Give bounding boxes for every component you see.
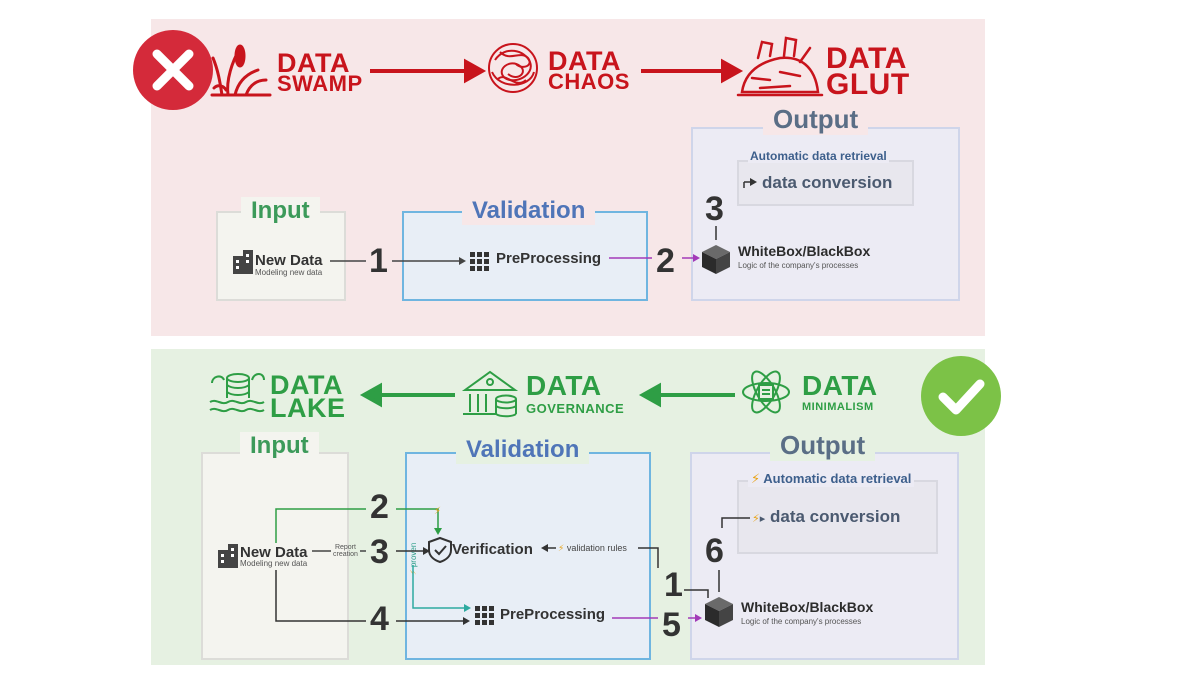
chaos-line1: DATA <box>548 46 621 76</box>
top-new-data-sub: Modeling new data <box>255 268 323 277</box>
chaos-line2: CHAOS <box>548 69 630 94</box>
bottom-preprocessing: PreProcessing <box>500 606 606 623</box>
glut-line1: DATA <box>826 42 907 75</box>
minimalism-line1: DATA <box>802 370 878 401</box>
top-whitebox: WhiteBox/BlackBox <box>738 243 871 259</box>
bottom-whitebox: WhiteBox/BlackBox <box>741 599 874 615</box>
proven-label: ⚡ proven <box>409 543 418 575</box>
creation-text: creation <box>333 551 358 558</box>
top-whitebox-sub: Logic of the company's processes <box>738 261 859 270</box>
glut-line2: GLUT <box>826 68 910 101</box>
bottom-conversion-label: ⚡▸ data conversion <box>752 507 901 526</box>
top-conversion-label: data conversion <box>762 173 893 192</box>
top-validation-title: Validation <box>462 197 596 225</box>
top-new-data: New Data <box>255 252 323 269</box>
bottom-retrieval-text: Automatic data retrieval <box>763 471 912 486</box>
minimalism-line2: MINIMALISM <box>802 401 874 413</box>
top-output-title: Output <box>763 104 869 135</box>
bottom-output-title: Output <box>770 430 876 461</box>
bottom-step-4: 4 <box>370 600 389 638</box>
top-validation-box <box>402 211 648 301</box>
top-preprocessing: PreProcessing <box>496 250 602 267</box>
bottom-validation-title: Validation <box>456 436 590 464</box>
bolt-icon: ⚡ <box>752 513 760 525</box>
governance-line1: DATA <box>526 370 602 401</box>
validation-rules-text: validation rules <box>566 543 627 553</box>
bottom-step-6: 6 <box>705 532 724 570</box>
lake-line1: DATA <box>270 370 343 400</box>
validation-rules-label: ⚡ validation rules <box>558 543 627 554</box>
bottom-whitebox-sub: Logic of the company's processes <box>741 617 862 626</box>
top-step-2: 2 <box>656 242 675 280</box>
bottom-step-2: 2 <box>370 488 389 526</box>
top-step-1: 1 <box>369 242 388 280</box>
bolt-icon: ⚡ <box>409 569 418 575</box>
lake-line2: LAKE <box>270 393 346 423</box>
bottom-step-5: 5 <box>662 606 681 644</box>
top-input-title: Input <box>241 197 320 225</box>
bottom-conversion-text: data conversion <box>770 507 901 526</box>
bottom-new-data-sub: Modeling new data <box>240 559 308 568</box>
bolt-icon: ⚡ <box>751 471 761 486</box>
bottom-retrieval-label: ⚡ Automatic data retrieval <box>748 471 915 487</box>
swamp-line2: SWAMP <box>277 71 363 96</box>
bottom-step-1: 1 <box>664 566 683 604</box>
top-step-3: 3 <box>705 190 724 228</box>
bottom-input-title: Input <box>240 432 319 460</box>
swamp-line1: DATA <box>277 48 350 78</box>
top-retrieval-label: Automatic data retrieval <box>748 149 889 163</box>
bottom-new-data: New Data <box>240 544 308 561</box>
report-text: Report <box>334 544 356 551</box>
bottom-step-3: 3 <box>370 533 389 571</box>
governance-line2: GOVERNANCE <box>526 401 625 416</box>
bolt-icon: ⚡ <box>558 543 565 553</box>
proven-text: proven <box>409 542 418 568</box>
verification-label: Verification <box>452 541 533 558</box>
